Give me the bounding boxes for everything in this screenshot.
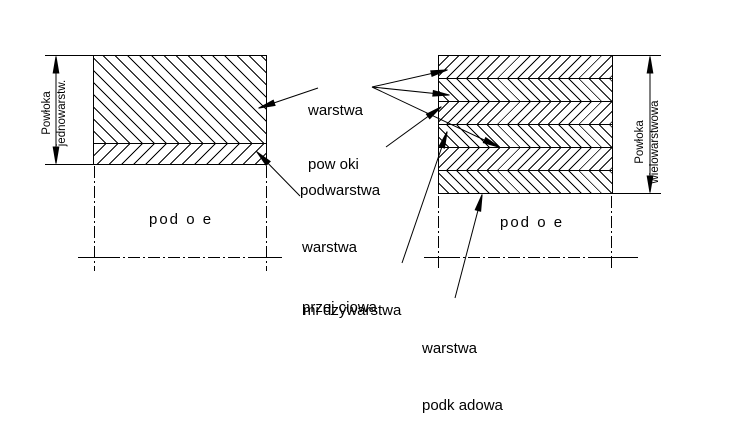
callout-primer-layer: warstwa podk adowa (422, 301, 503, 421)
right-layer-5 (439, 148, 612, 171)
right-layer-3 (439, 102, 612, 125)
leader-primer-layer (454, 194, 483, 299)
callout-coating-layer: warstwa pow oki (308, 66, 363, 210)
callout-interlayer-line1: mi dzywarstwa (303, 302, 402, 319)
right-layer-4 (439, 125, 612, 148)
callout-transition-layer-line1: warstwa (302, 239, 358, 256)
right-coating-stack (438, 55, 613, 194)
callout-primer-layer-line1: warstwa (422, 340, 478, 357)
right-layer-2 (439, 79, 612, 102)
right-dimension-label-line2: wielowarstwowa (649, 100, 661, 184)
right-layer-6 (439, 171, 612, 193)
callout-transition-layer-line2: przej ciowa (302, 299, 378, 316)
leader-coating-layer-1 (371, 69, 448, 88)
callout-interlayer: mi dzywarstwa (303, 266, 401, 356)
left-transition-layer-rect (94, 144, 266, 164)
substrate-label-left: pod o e (149, 211, 214, 228)
left-dimension-label: Powłoka jednowarstw. (40, 43, 70, 183)
callout-sublayer: podwarstwa (300, 146, 380, 236)
callout-transition-layer: warstwa przej ciowa (302, 198, 377, 358)
leader-sublayer (385, 106, 442, 148)
right-dimension-label-line1: Powłoka (634, 120, 646, 164)
callout-coating-layer-line2: pow oki (308, 156, 359, 173)
left-dimension-label-line2: jednowarstw. (56, 79, 68, 147)
right-substrate-centerlines (424, 196, 638, 271)
callout-sublayer-line1: podwarstwa (300, 182, 381, 199)
right-layer-1 (439, 56, 612, 79)
callout-coating-layer-line1: warstwa (308, 102, 364, 119)
substrate-label-right: pod o e (500, 214, 565, 231)
right-dimension-label: Powłoka wielowarstwowa (633, 62, 663, 222)
left-coating-layer-rect (94, 56, 266, 144)
left-coating-stack (93, 55, 267, 165)
left-dimension-label-line1: Powłoka (41, 91, 53, 135)
callout-primer-layer-line2: podk adowa (422, 397, 503, 414)
